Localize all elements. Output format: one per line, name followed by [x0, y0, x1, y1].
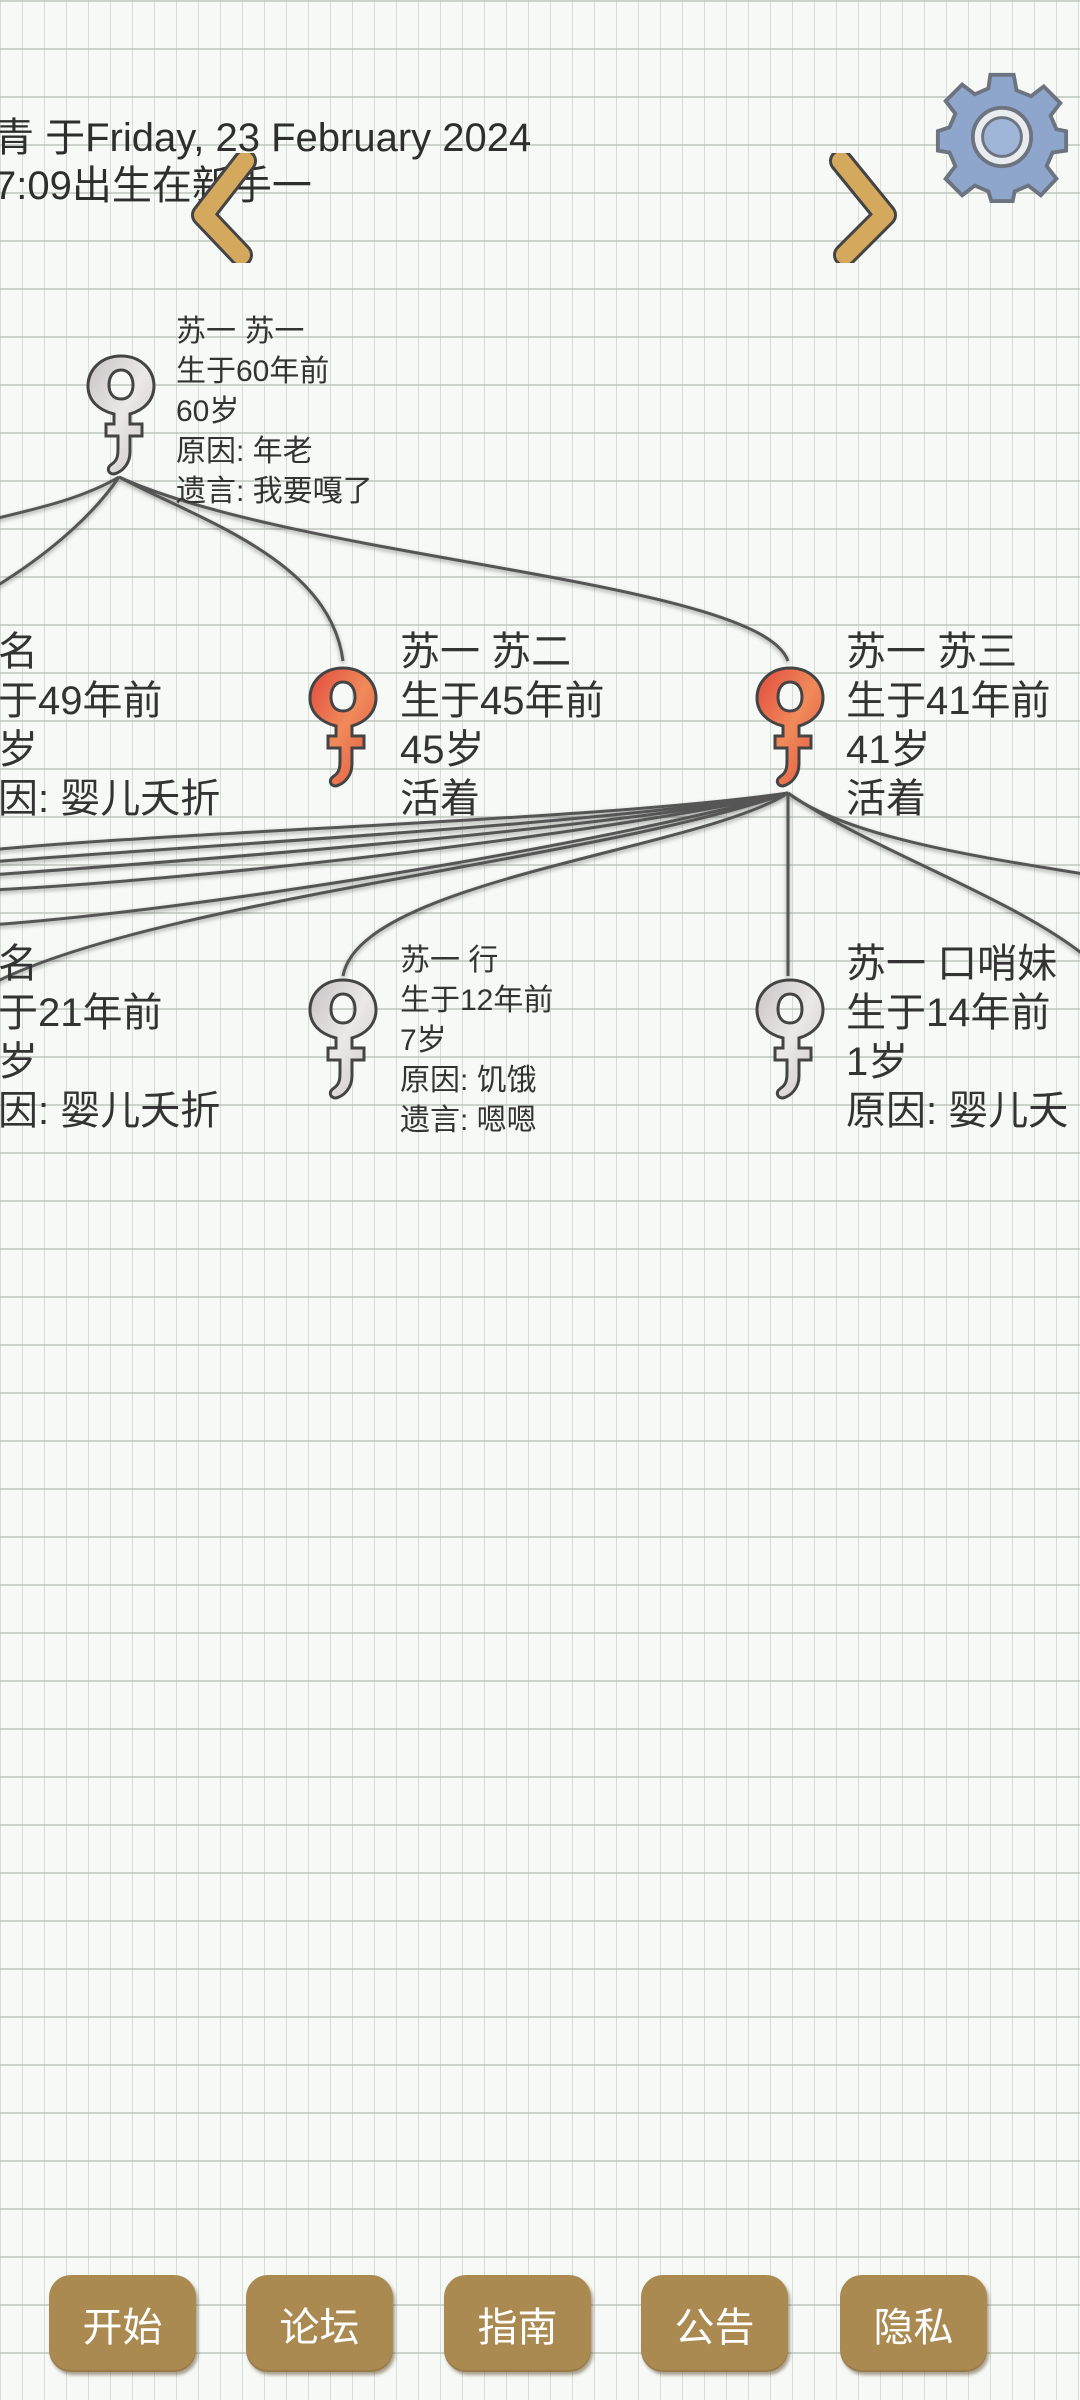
node-age: 岁 — [0, 1040, 38, 1084]
node-gen2-0-info: 名 于49年前 岁 因: 婴儿夭折 — [0, 628, 220, 824]
node-age: 45岁 — [400, 728, 485, 772]
node-born: 生于45年前 — [400, 679, 605, 723]
node-state: 活着 — [846, 777, 926, 821]
node-name: 苏一 行 — [400, 944, 499, 977]
node-born: 生于14年前 — [846, 991, 1051, 1035]
node-gen3-0-info: 名 于21年前 岁 因: 婴儿夭折 — [0, 940, 220, 1136]
node-gen3-2-info: 苏一 口哨妹 生于14年前 1岁 原因: 婴儿夭 — [846, 940, 1068, 1136]
birth-info-line2: 7:09出生在新手一 — [0, 164, 312, 208]
female-deceased-icon[interactable] — [84, 352, 158, 478]
node-age: 岁 — [0, 728, 38, 772]
node-cause: 原因: 婴儿夭 — [846, 1089, 1069, 1133]
female-deceased-icon[interactable] — [753, 976, 827, 1102]
node-age: 1岁 — [846, 1040, 909, 1084]
node-born: 于21年前 — [0, 991, 163, 1035]
gear-icon[interactable] — [933, 69, 1071, 205]
node-cause: 原因: 年老 — [176, 435, 313, 468]
node-root-info: 苏一 苏一 生于60年前 60岁 原因: 年老 遗言: 我要嘎了 — [176, 312, 373, 512]
chevron-right-icon[interactable] — [815, 153, 905, 263]
node-gen2-2-info: 苏一 苏三 生于41年前 41岁 活着 — [846, 628, 1051, 824]
female-alive-icon[interactable] — [753, 662, 827, 792]
node-born: 生于60年前 — [176, 355, 330, 388]
node-cause: 因: 婴儿夭折 — [0, 1089, 221, 1133]
node-born: 于49年前 — [0, 679, 163, 723]
node-gen3-1-info: 苏一 行 生于12年前 7岁 原因: 饥饿 遗言: 嗯嗯 — [400, 941, 553, 1141]
forum-button[interactable]: 论坛 — [246, 2275, 393, 2372]
chevron-left-icon[interactable] — [183, 153, 273, 263]
node-age: 60岁 — [176, 395, 240, 428]
node-name: 苏一 苏三 — [846, 630, 1018, 674]
female-alive-icon[interactable] — [306, 662, 380, 792]
node-age: 41岁 — [846, 728, 931, 772]
start-button[interactable]: 开始 — [49, 2275, 196, 2372]
node-gen2-1-info: 苏一 苏二 生于45年前 45岁 活着 — [400, 628, 605, 824]
node-last-words: 遗言: 嗯嗯 — [400, 1104, 537, 1137]
node-name: 名 — [0, 942, 38, 986]
announcement-button[interactable]: 公告 — [641, 2275, 788, 2372]
node-cause: 因: 婴儿夭折 — [0, 777, 221, 821]
node-name: 名 — [0, 630, 38, 674]
node-name: 苏一 苏二 — [400, 630, 572, 674]
node-state: 活着 — [400, 777, 480, 821]
node-born: 生于41年前 — [846, 679, 1051, 723]
guide-button[interactable]: 指南 — [444, 2275, 591, 2372]
node-last-words: 遗言: 我要嘎了 — [176, 475, 373, 508]
node-born: 生于12年前 — [400, 984, 554, 1017]
privacy-button[interactable]: 隐私 — [840, 2275, 987, 2372]
node-name: 苏一 苏一 — [176, 315, 305, 348]
node-age: 7岁 — [400, 1024, 447, 1057]
birth-info-line1: 青 于Friday, 23 February 2024 — [0, 116, 532, 160]
female-deceased-icon[interactable] — [306, 976, 380, 1102]
node-cause: 原因: 饥饿 — [400, 1064, 537, 1097]
node-name: 苏一 口哨妹 — [846, 942, 1058, 986]
